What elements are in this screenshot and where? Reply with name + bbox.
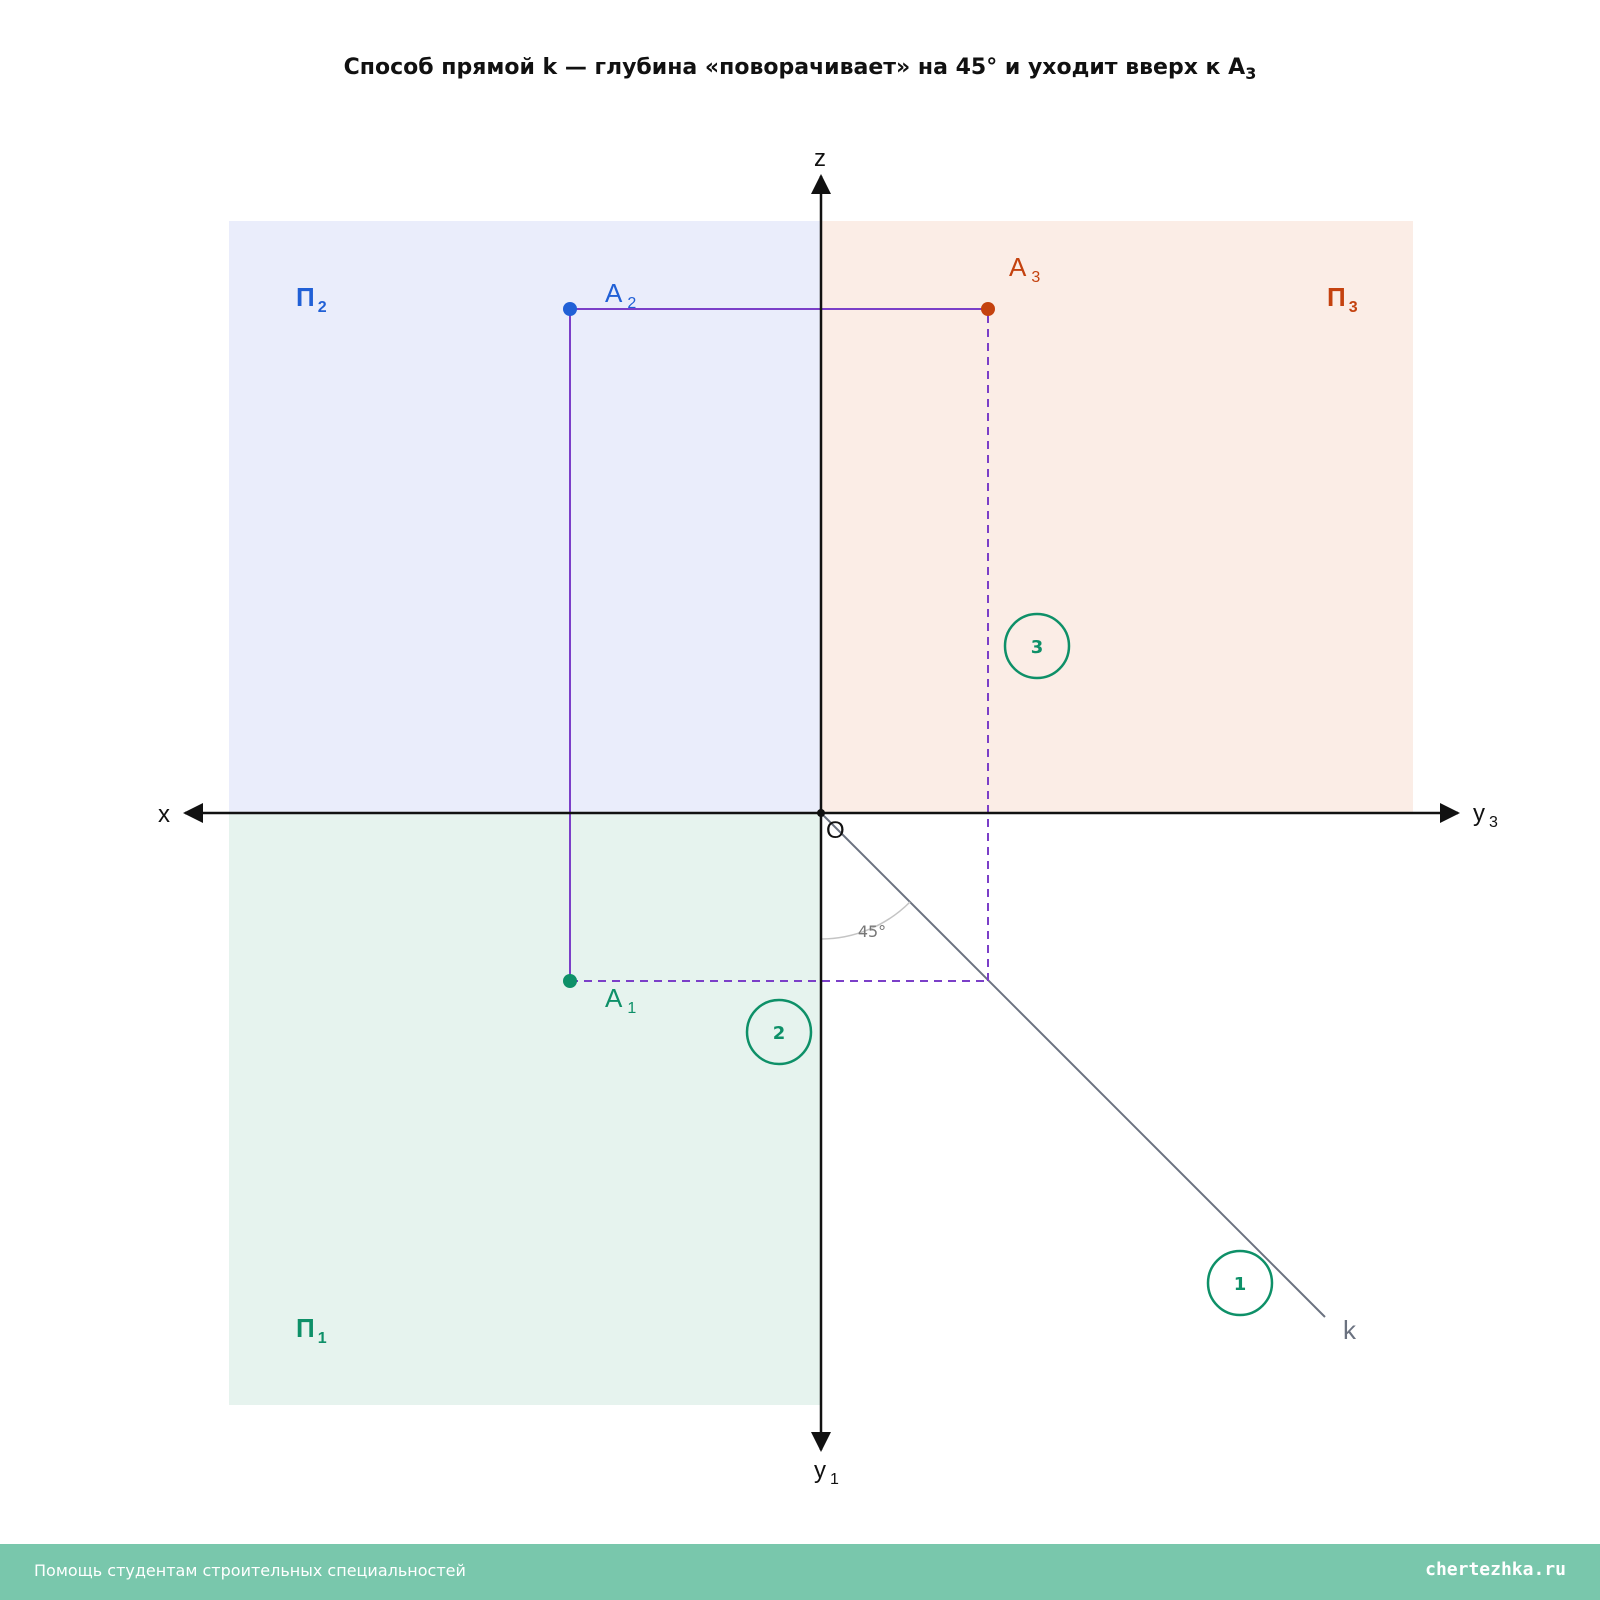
projection-lines	[569, 308, 989, 982]
point-a3	[981, 302, 995, 316]
axis-x-label: x	[158, 801, 170, 828]
step-3-circle	[1003, 612, 1071, 680]
angle-label-45: 45°	[858, 922, 886, 941]
line-k-label: k	[1343, 1315, 1357, 1345]
step-marker-3: 3	[1003, 612, 1071, 680]
plane-p1-region	[229, 813, 821, 1405]
step-1-label: 1	[1234, 1274, 1247, 1295]
axis-z-label: z	[814, 145, 826, 172]
plane-p2-region	[229, 221, 821, 813]
step-2-label: 2	[773, 1023, 786, 1044]
footer-tagline: Помощь студентам строительных специально…	[34, 1561, 466, 1580]
origin-label: O	[826, 817, 845, 844]
footer-site-link[interactable]: chertezhka.ru	[1425, 1559, 1566, 1580]
step-1-circle	[1206, 1249, 1274, 1317]
step-3-label: 3	[1031, 637, 1044, 658]
point-a1	[563, 974, 577, 988]
line-k	[820, 812, 1326, 1318]
plane-p3-region	[821, 221, 1413, 813]
diagram-title: Способ прямой k — глубина «поворачивает»…	[344, 55, 1257, 83]
step-marker-2: 2	[745, 998, 813, 1066]
point-a2	[563, 302, 577, 316]
footer-bar: Помощь студентам строительных специально…	[0, 1544, 1600, 1600]
origin-point	[817, 809, 825, 817]
angle-arc-45	[820, 901, 911, 940]
step-marker-1: 1	[1206, 1249, 1274, 1317]
step-2-circle	[745, 998, 813, 1066]
